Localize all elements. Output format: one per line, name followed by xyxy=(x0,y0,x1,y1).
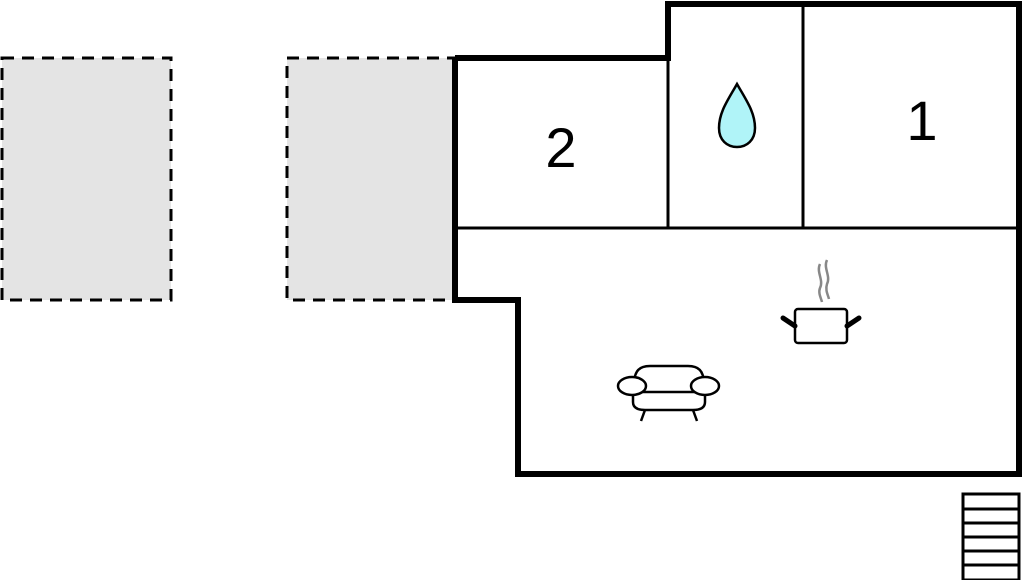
water-drop-icon xyxy=(717,81,757,149)
stairs-icon xyxy=(961,492,1021,580)
terrace-middle xyxy=(285,56,457,302)
room-label-bedroom-2: 2 xyxy=(545,116,576,179)
terrace-left xyxy=(0,56,173,302)
wall-exterior xyxy=(452,1,1022,477)
room-label-bedroom-1: 1 xyxy=(906,89,937,152)
sofa-icon xyxy=(616,364,721,422)
cooking-pot-icon xyxy=(780,259,862,345)
